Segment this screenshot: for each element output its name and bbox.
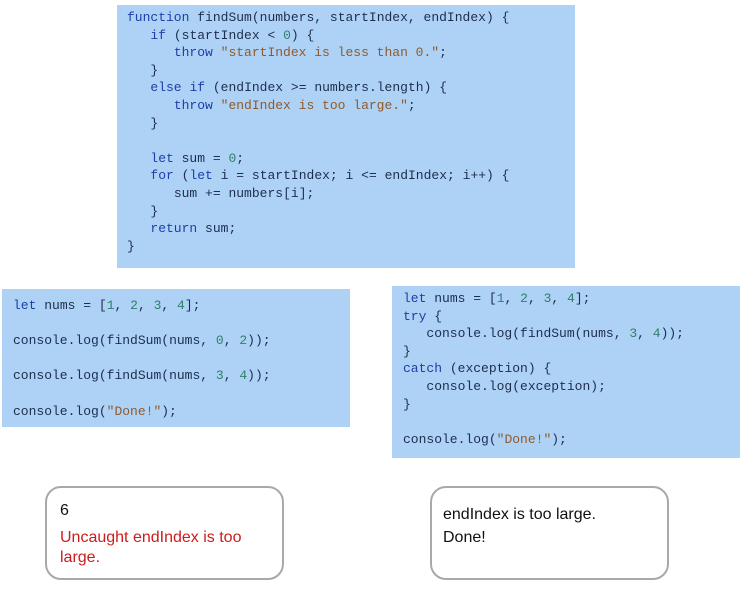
function-code-line-13: return sum; <box>150 221 237 237</box>
function-code-block: function findSum(numbers, startIndex, en… <box>117 5 575 268</box>
left-output-error-line-1: Uncaught endIndex is too <box>60 529 242 546</box>
function-code-line-7: } <box>150 115 159 131</box>
right-code-line-3: console.log(findSum(nums, 3, 4)); <box>426 326 684 342</box>
left-output-error-line-2: large. <box>60 549 101 566</box>
right-code-line-9: console.log("Done!"); <box>403 431 567 447</box>
function-code-line-14: } <box>127 238 135 254</box>
function-code-line-2: if (startIndex < 0) { <box>150 27 315 43</box>
function-code-line-10: for (let i = startIndex; i <= endIndex; … <box>150 168 510 184</box>
function-code-line-3: throw "startIndex is less than 0."; <box>173 45 447 61</box>
right-output-box: endIndex is too large. Done! <box>430 486 669 580</box>
right-output-line-1: endIndex is too large. <box>443 506 596 523</box>
left-code-line-5: console.log(findSum(nums, 3, 4)); <box>13 368 271 384</box>
left-code-line-7: console.log("Done!"); <box>13 403 177 419</box>
function-code-line-11: sum += numbers[i]; <box>173 186 315 201</box>
left-code-line-1: let nums = [1, 2, 3, 4]; <box>13 298 201 313</box>
function-code-line-12: } <box>150 203 159 219</box>
right-code-line-4: } <box>403 343 411 359</box>
function-code-line-9: let sum = 0; <box>150 150 245 166</box>
function-code-line-6: throw "endIndex is too large."; <box>173 98 416 113</box>
left-output-box: 6 Uncaught endIndex is too large. <box>45 486 284 580</box>
right-code-line-2: try { <box>403 308 443 324</box>
right-code-line-1: let nums = [1, 2, 3, 4]; <box>403 291 591 306</box>
right-code-line-7: } <box>403 396 411 412</box>
function-code-line-4: } <box>150 62 159 78</box>
left-output-result: 6 <box>60 502 69 519</box>
right-code-line-6: console.log(exception); <box>426 379 606 394</box>
left-code-block: let nums = [1, 2, 3, 4]; console.log(find… <box>2 289 350 427</box>
right-output-line-2: Done! <box>443 529 486 546</box>
left-code-line-3: console.log(findSum(nums, 0, 2)); <box>13 333 271 349</box>
right-code-block: let nums = [1, 2, 3, 4]; try { console.lo… <box>392 286 740 458</box>
function-code-line-5: else if (endIndex >= numbers.length) { <box>150 80 447 96</box>
right-code-line-5: catch (exception) { <box>403 361 552 377</box>
function-code-line-1: function findSum(numbers, startIndex, en… <box>127 10 510 25</box>
